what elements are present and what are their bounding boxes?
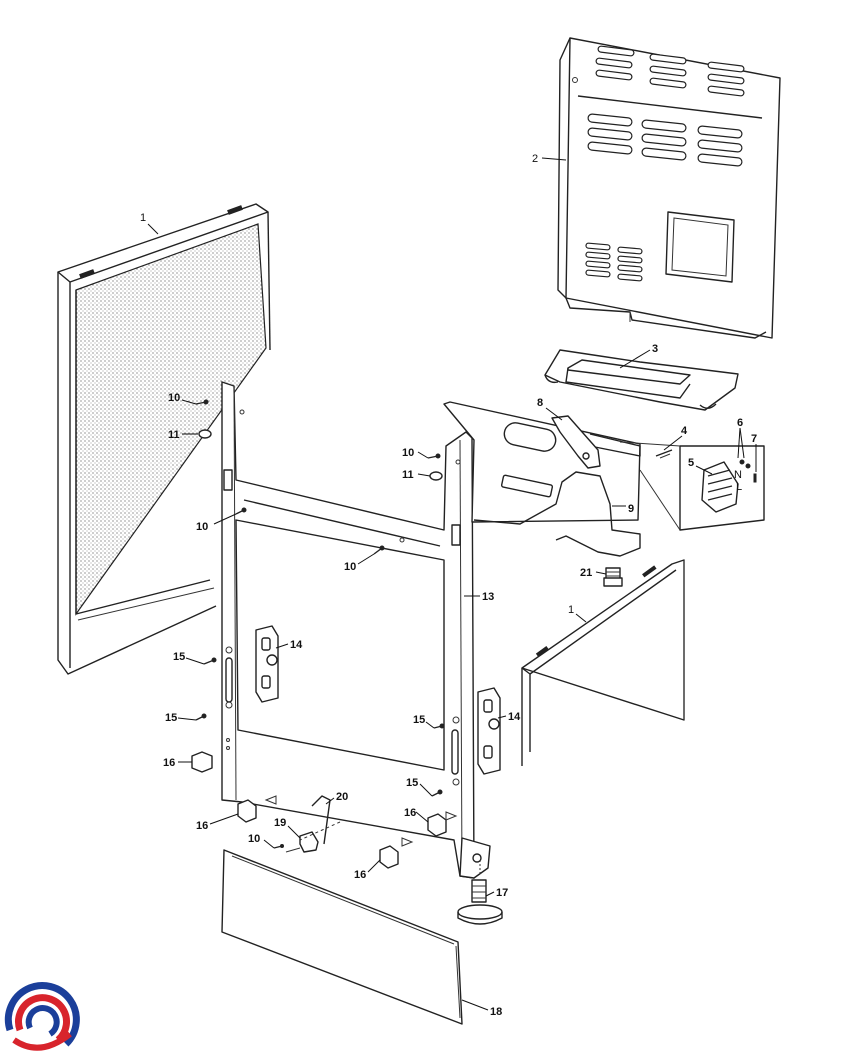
callout-1-right: 1	[568, 604, 574, 616]
callout-15-d: 15	[406, 777, 418, 789]
screw-10-c	[373, 545, 385, 555]
callout-15-c: 15	[413, 714, 425, 726]
right-side-panel-part	[521, 559, 685, 766]
callout-6: 6	[737, 417, 743, 429]
callout-19: 19	[274, 817, 286, 829]
callout-15-b: 15	[165, 712, 177, 724]
callout-21: 21	[580, 567, 592, 579]
bottom-bracket-part	[544, 349, 739, 411]
screw-10-a	[195, 399, 209, 405]
screw-15-c	[433, 723, 445, 729]
screw-10-b	[235, 507, 247, 515]
plinth-panel-part-18	[221, 849, 463, 1025]
left-side-panel-part	[57, 203, 271, 675]
callout-5: 5	[688, 457, 694, 469]
small-clip	[264, 795, 277, 805]
svg-text:L: L	[736, 481, 742, 493]
rear-panel-part	[557, 37, 781, 339]
callout-17: 17	[496, 887, 508, 899]
rear-panel-vents	[585, 45, 745, 282]
hinge-bracket-left	[255, 625, 279, 703]
small-clip-3	[401, 837, 414, 847]
grommet-11-b	[429, 471, 443, 481]
callout-11-a: 11	[168, 429, 180, 441]
screw-15-d	[431, 789, 443, 797]
inner-bracket-part	[443, 401, 641, 557]
bracket-part-19	[285, 831, 319, 853]
callout-14-a: 14	[290, 639, 303, 651]
callout-10-b: 10	[196, 521, 208, 533]
callout-8: 8	[537, 397, 543, 409]
brand-logo	[4, 982, 80, 1051]
callout-2: 2	[532, 153, 538, 165]
terminal-block-inset: N L	[619, 441, 765, 531]
clip-16-a	[191, 751, 213, 773]
callout-3: 3	[652, 343, 658, 355]
small-clip-2	[445, 811, 458, 821]
screw-10-d	[427, 453, 441, 459]
callout-10-a: 10	[168, 392, 180, 404]
screw-part-4	[655, 449, 673, 459]
leveling-foot-part-17	[457, 860, 503, 925]
screw-15-a	[203, 657, 217, 665]
callout-16-d: 16	[404, 807, 416, 819]
clip-part	[551, 415, 601, 469]
callout-10-d: 10	[402, 447, 414, 459]
leader-lines	[147, 157, 757, 1011]
screw-15-b	[195, 713, 207, 721]
callout-4: 4	[681, 425, 688, 437]
callout-labels: 1 2 3 4 5 6 7 8 9 10 10 10 10 10 11 11 1…	[140, 153, 757, 1018]
callout-16-b: 16	[196, 820, 208, 832]
screw-10-e	[273, 844, 284, 849]
callout-10-e: 10	[248, 833, 260, 845]
fasteners	[195, 399, 445, 849]
callout-1-left: 1	[140, 212, 146, 224]
callout-14-b: 14	[508, 711, 521, 723]
callout-10-c: 10	[344, 561, 356, 573]
hinge-bracket-right	[477, 687, 501, 775]
adjustable-bolt-part-21	[603, 567, 623, 587]
rod-part-20	[299, 795, 341, 845]
svg-text:N: N	[734, 469, 742, 481]
front-frame-part	[221, 381, 491, 879]
clip-16-c	[379, 845, 399, 869]
callout-13: 13	[482, 591, 494, 603]
clip-16-d	[427, 813, 447, 837]
callout-15-a: 15	[173, 651, 185, 663]
callout-20: 20	[336, 791, 348, 803]
callout-18: 18	[490, 1006, 502, 1018]
callout-11-b: 11	[402, 469, 414, 481]
callout-16-c: 16	[354, 869, 366, 881]
grommet-11-a	[198, 429, 212, 439]
callout-9: 9	[628, 503, 634, 515]
callout-16-a: 16	[163, 757, 175, 769]
clip-16-b	[237, 799, 257, 823]
callout-7: 7	[751, 433, 757, 445]
